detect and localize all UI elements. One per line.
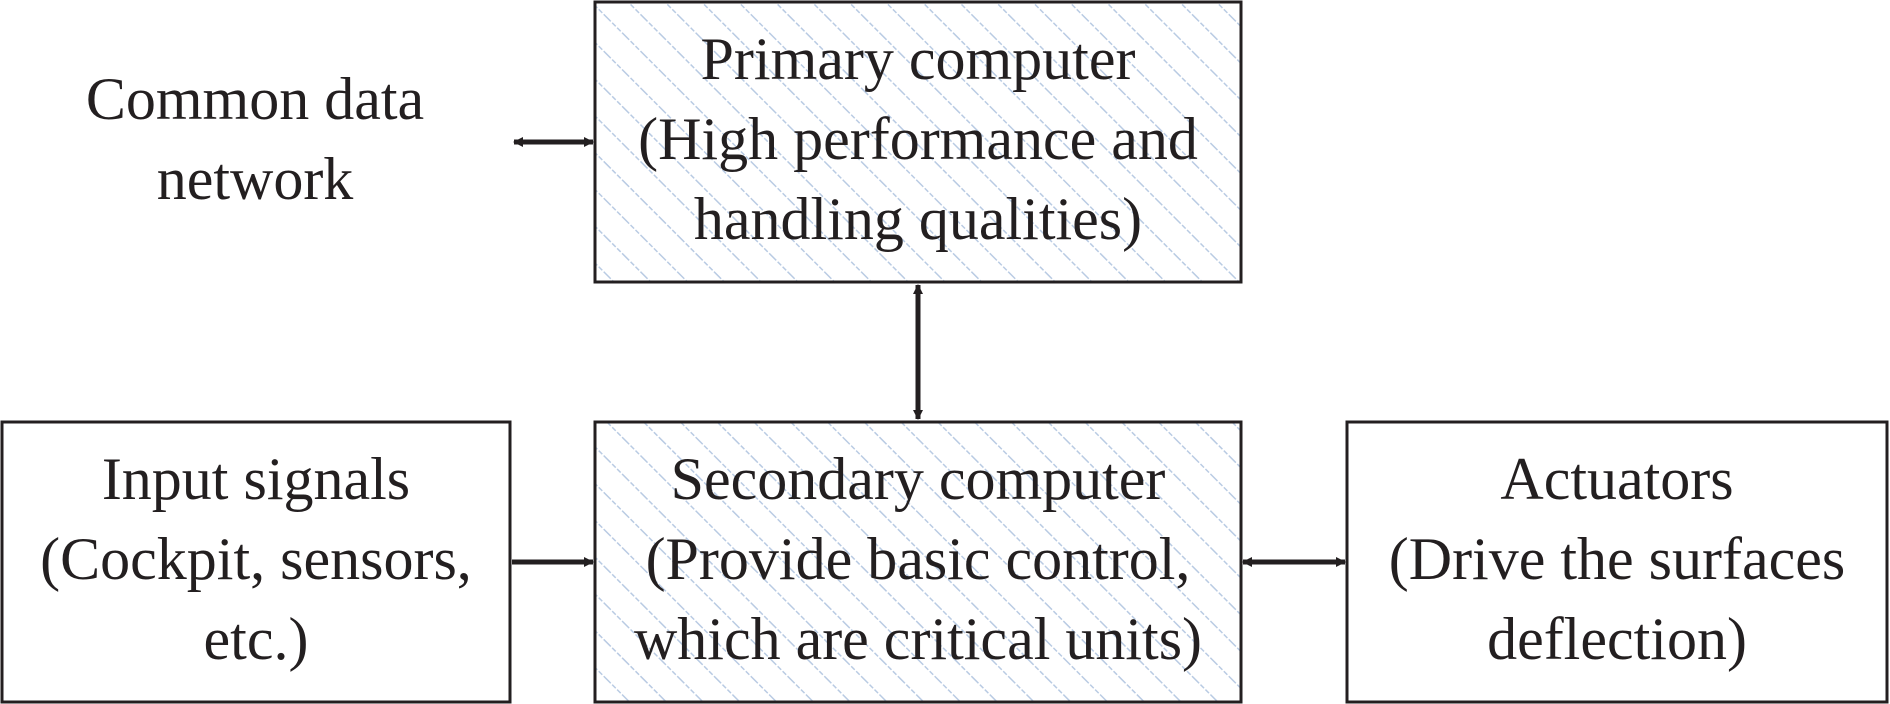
input-signals-title: Input signals bbox=[102, 446, 410, 512]
secondary-computer-box: Secondary computer (Provide basic contro… bbox=[593, 420, 1243, 704]
network-line1: Common data bbox=[86, 66, 424, 132]
actuators-desc-line1: (Drive the surfaces bbox=[1389, 526, 1845, 592]
common-data-network-label: Common data network bbox=[86, 66, 424, 212]
actuators-desc-line2: deflection) bbox=[1487, 606, 1747, 672]
primary-computer-desc-line2: handling qualities) bbox=[694, 186, 1142, 252]
primary-computer-title: Primary computer bbox=[701, 26, 1136, 92]
secondary-computer-desc-line2: which are critical units) bbox=[634, 606, 1202, 672]
input-signals-desc-line1: (Cockpit, sensors, bbox=[40, 526, 472, 592]
secondary-computer-title: Secondary computer bbox=[671, 446, 1166, 512]
primary-computer-box: Primary computer (High performance and h… bbox=[593, 0, 1243, 284]
network-line2: network bbox=[157, 146, 354, 212]
primary-computer-desc-line1: (High performance and bbox=[638, 106, 1198, 172]
input-signals-desc-line2: etc.) bbox=[204, 606, 309, 672]
secondary-computer-desc-line1: (Provide basic control, bbox=[646, 526, 1191, 592]
actuators-title: Actuators bbox=[1500, 446, 1733, 512]
input-signals-box: Input signals (Cockpit, sensors, etc.) bbox=[0, 420, 512, 704]
actuators-box: Actuators (Drive the surfaces deflection… bbox=[1345, 420, 1889, 704]
